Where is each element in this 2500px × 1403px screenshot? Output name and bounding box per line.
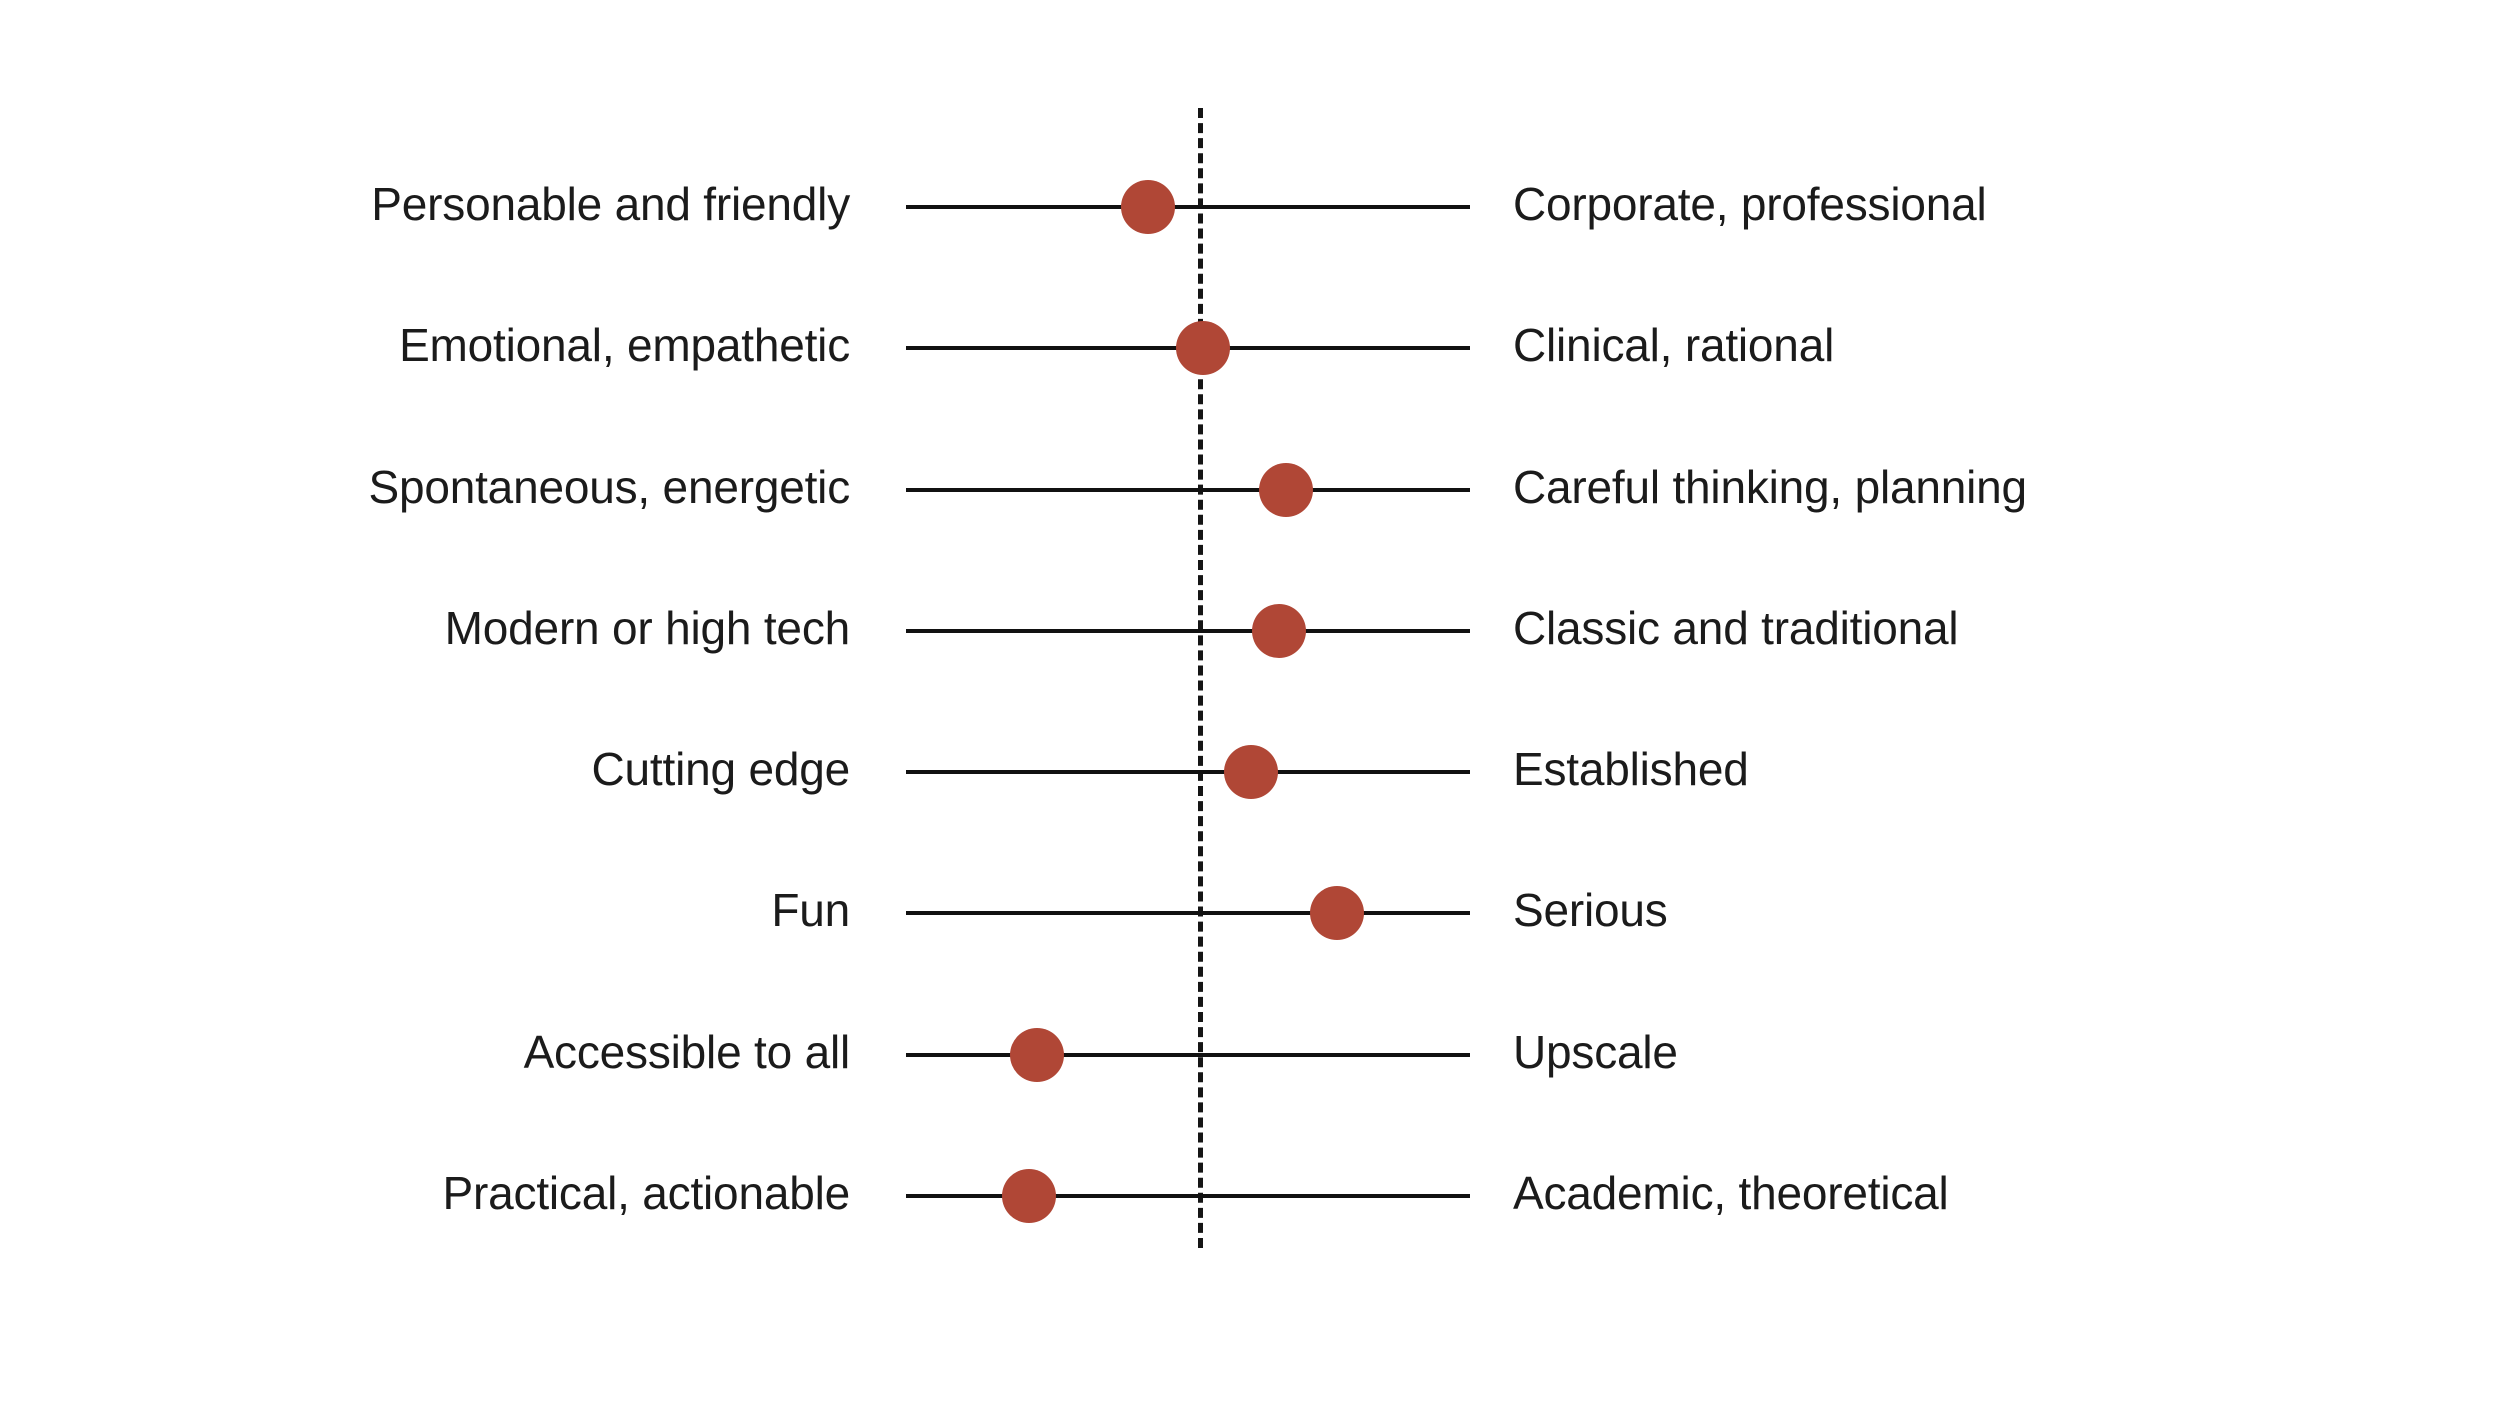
row-left-label: Accessible to all (523, 1026, 851, 1078)
row-left-label: Modern or high tech (444, 602, 851, 654)
row-marker-dot[interactable] (1259, 463, 1313, 517)
row-track[interactable] (906, 911, 1470, 915)
row-left-label: Fun (771, 884, 850, 936)
row-right-label: Established (1513, 743, 1749, 795)
row-left-label: Practical, actionable (442, 1167, 851, 1219)
row-right-label: Academic, theoretical (1513, 1167, 1949, 1219)
row-left-label: Personable and friendly (371, 178, 850, 230)
row-track[interactable] (906, 488, 1470, 492)
row-right-label: Clinical, rational (1513, 319, 1835, 371)
row-track[interactable] (906, 629, 1470, 633)
row-track[interactable] (906, 205, 1470, 209)
row-marker-dot[interactable] (1310, 886, 1364, 940)
row-marker-dot[interactable] (1252, 604, 1306, 658)
row-track[interactable] (906, 1194, 1470, 1198)
row-marker-dot[interactable] (1002, 1169, 1056, 1223)
row-marker-dot[interactable] (1224, 745, 1278, 799)
row-right-label: Classic and traditional (1513, 602, 1959, 654)
row-right-label: Careful thinking, planning (1513, 461, 2027, 513)
row-right-label: Corporate, professional (1513, 178, 1987, 230)
row-right-label: Upscale (1513, 1026, 1678, 1078)
row-left-label: Spontaneous, energetic (368, 461, 850, 513)
row-left-label: Cutting edge (591, 743, 851, 795)
row-track[interactable] (906, 770, 1470, 774)
row-track[interactable] (906, 1053, 1470, 1057)
row-marker-dot[interactable] (1176, 321, 1230, 375)
center-reference-dashed-line (1198, 108, 1203, 1248)
row-marker-dot[interactable] (1121, 180, 1175, 234)
row-left-label: Emotional, empathetic (399, 319, 850, 371)
row-marker-dot[interactable] (1010, 1028, 1064, 1082)
row-right-label: Serious (1513, 884, 1668, 936)
